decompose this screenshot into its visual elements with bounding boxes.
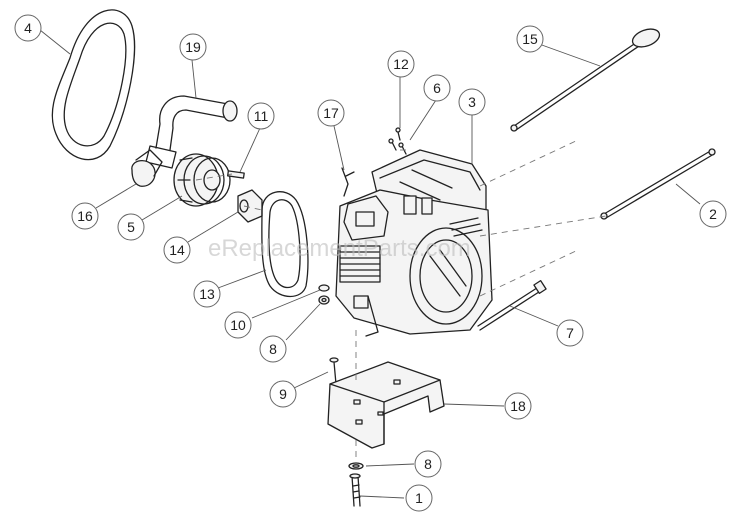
- assembly-dash-lines: [195, 139, 607, 462]
- callout-8-lower: 8: [414, 450, 442, 478]
- callout-5: 5: [117, 213, 145, 241]
- callout-11: 11: [247, 102, 275, 130]
- washer-nut-part: [318, 284, 330, 305]
- leader-lines: [39, 29, 701, 499]
- svg-text:10: 10: [230, 317, 246, 333]
- lower-washer-bolt-part: [348, 462, 364, 507]
- callout-14: 14: [163, 236, 191, 264]
- callout-18: 18: [504, 392, 532, 420]
- mount-bolt-part: [329, 357, 339, 385]
- svg-text:12: 12: [393, 56, 409, 72]
- callout-12: 12: [387, 50, 415, 78]
- svg-text:7: 7: [566, 325, 574, 341]
- svg-text:6: 6: [433, 80, 441, 96]
- svg-text:4: 4: [24, 20, 32, 36]
- callout-6: 6: [423, 74, 451, 102]
- pulley-part: [173, 153, 231, 207]
- svg-text:18: 18: [510, 398, 526, 414]
- callout-8-upper: 8: [259, 335, 287, 363]
- engine-assembly-part: [335, 149, 493, 337]
- callout-15: 15: [516, 25, 544, 53]
- callout-4: 4: [14, 14, 42, 42]
- svg-text:1: 1: [415, 490, 423, 506]
- svg-text:8: 8: [424, 456, 432, 472]
- svg-text:14: 14: [169, 242, 185, 258]
- callout-10: 10: [224, 311, 252, 339]
- svg-text:8: 8: [269, 341, 277, 357]
- svg-text:13: 13: [199, 286, 215, 302]
- dipstick-part: [510, 28, 661, 132]
- small-belt-part: [261, 191, 309, 298]
- key-part: [227, 170, 245, 179]
- watermark-text: eReplacementParts.com: [208, 235, 471, 262]
- callout-1: 1: [405, 484, 433, 512]
- mounting-bracket-part: [327, 361, 445, 449]
- muffler-clamp-part: [131, 149, 163, 187]
- svg-text:16: 16: [77, 208, 93, 224]
- svg-text:3: 3: [468, 94, 476, 110]
- exhaust-pipe-part: [145, 95, 238, 169]
- svg-text:17: 17: [323, 105, 339, 121]
- callout-13: 13: [193, 280, 221, 308]
- svg-text:15: 15: [522, 31, 538, 47]
- callout-16: 16: [71, 202, 99, 230]
- bushing-part: [237, 189, 263, 223]
- rod-part: [600, 148, 716, 220]
- callout-7: 7: [556, 319, 584, 347]
- svg-text:19: 19: [185, 39, 201, 55]
- drive-belt-part: [51, 9, 136, 161]
- callout-3: 3: [458, 88, 486, 116]
- long-bolt-part: [477, 279, 547, 331]
- svg-text:2: 2: [709, 206, 717, 222]
- svg-text:9: 9: [279, 386, 287, 402]
- svg-text:5: 5: [127, 219, 135, 235]
- svg-text:11: 11: [254, 108, 269, 124]
- callout-2: 2: [699, 200, 727, 228]
- callout-9: 9: [269, 380, 297, 408]
- callout-17: 17: [317, 99, 345, 127]
- callout-19: 19: [179, 33, 207, 61]
